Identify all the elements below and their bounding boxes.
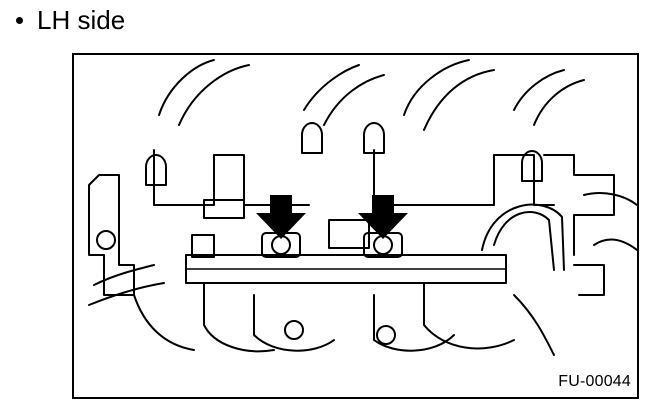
- arrow-down-icon: [256, 195, 306, 239]
- section-heading-text: LH side: [37, 5, 126, 35]
- figure-frame: FU-00044: [72, 53, 639, 399]
- arrow-down-icon: [358, 195, 408, 239]
- bullet-icon: [16, 16, 23, 24]
- section-heading: LH side: [16, 0, 125, 40]
- figure-code: FU-00044: [558, 373, 631, 390]
- engine-illustration: [88, 59, 637, 356]
